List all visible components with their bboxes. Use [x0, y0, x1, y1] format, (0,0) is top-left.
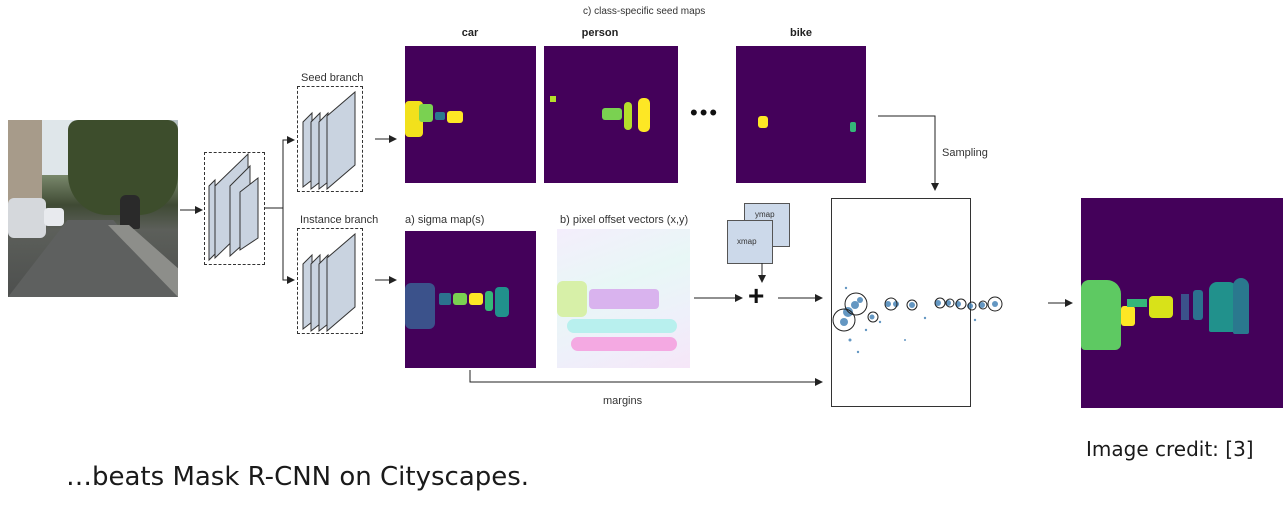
car-seed-blob-medium	[419, 104, 433, 122]
arrow-encoder-fork	[265, 136, 295, 209]
output-instance-bike	[1181, 294, 1189, 320]
arrow-encoder-fork-instance	[282, 208, 295, 284]
instance-decoder-layers	[302, 232, 356, 333]
output-instance-car-large	[1081, 280, 1121, 350]
arrow-margins	[469, 370, 823, 386]
encoder-layers	[208, 152, 259, 262]
instance-branch-decoder	[297, 228, 363, 334]
sigma-map-label: a) sigma map(s)	[405, 214, 485, 226]
xmap-label: xmap	[737, 237, 757, 246]
plus-operator: +	[748, 280, 765, 311]
ymap-label: ymap	[755, 210, 775, 219]
car-seed-blob-faint	[435, 112, 445, 120]
seed-maps-title: c) class-specific seed maps	[583, 6, 706, 17]
bike-seed-blob-1	[758, 116, 768, 128]
car-seed-map	[405, 46, 536, 183]
bike-seed-blob-2	[850, 122, 856, 132]
photo-pedestrians	[120, 195, 140, 229]
cluster-circles	[832, 292, 1003, 332]
person-seed-blob-2	[602, 108, 622, 120]
offset-blob-pink	[571, 337, 677, 351]
sigma-blob-3	[453, 293, 467, 305]
encoder-block	[204, 152, 265, 265]
output-instance-map	[1081, 198, 1283, 408]
sigma-blob-2	[439, 293, 451, 305]
person-seed-blob-3	[624, 102, 632, 130]
person-seed-blob-1	[550, 96, 556, 102]
seed-decoder-layers	[302, 90, 356, 191]
sigma-blob-6	[495, 287, 509, 317]
person-seed-blob-4	[638, 98, 650, 132]
slide-caption: …beats Mask R-CNN on Cityscapes.	[66, 462, 530, 492]
image-credit: Image credit: [3]	[1086, 437, 1254, 461]
arrow-sampling	[878, 115, 939, 191]
photo-car-left	[8, 198, 46, 238]
more-classes-ellipsis: •••	[690, 100, 720, 125]
car-seed-blob-small	[447, 111, 463, 123]
instance-branch-label: Instance branch	[300, 214, 379, 226]
bike-seed-map-title: bike	[789, 27, 812, 39]
sigma-blob-5	[485, 291, 493, 311]
output-instance-car-small-2	[1127, 299, 1147, 307]
car-seed-map-title: car	[461, 27, 479, 39]
offset-vectors-label: b) pixel offset vectors (x,y)	[560, 214, 689, 226]
seed-branch-decoder	[297, 86, 363, 192]
output-instance-person-1	[1193, 290, 1203, 320]
car-seed-blob-large	[405, 101, 423, 137]
margins-label: margins	[603, 395, 643, 407]
offset-blob-cyan	[567, 319, 677, 333]
sigma-blob-1	[405, 283, 435, 329]
photo-car-mid	[44, 208, 64, 226]
person-seed-map-title: person	[581, 27, 619, 39]
person-seed-map	[544, 46, 678, 183]
sigma-blob-4	[469, 293, 483, 305]
output-instance-car-small-1	[1121, 306, 1135, 326]
offset-vectors-map	[557, 229, 690, 368]
output-instance-person-2	[1209, 282, 1237, 332]
sigma-map	[405, 231, 536, 368]
offset-blob-green	[557, 281, 587, 317]
seed-branch-label: Seed branch	[301, 72, 364, 84]
sampling-label: Sampling	[942, 147, 988, 159]
xmap-card: xmap	[727, 220, 773, 264]
output-instance-car-small-3	[1149, 296, 1173, 318]
output-instance-person-3	[1233, 278, 1249, 334]
offset-blob-purple	[589, 289, 659, 309]
bike-seed-map	[736, 46, 866, 183]
input-street-photo	[8, 120, 178, 297]
